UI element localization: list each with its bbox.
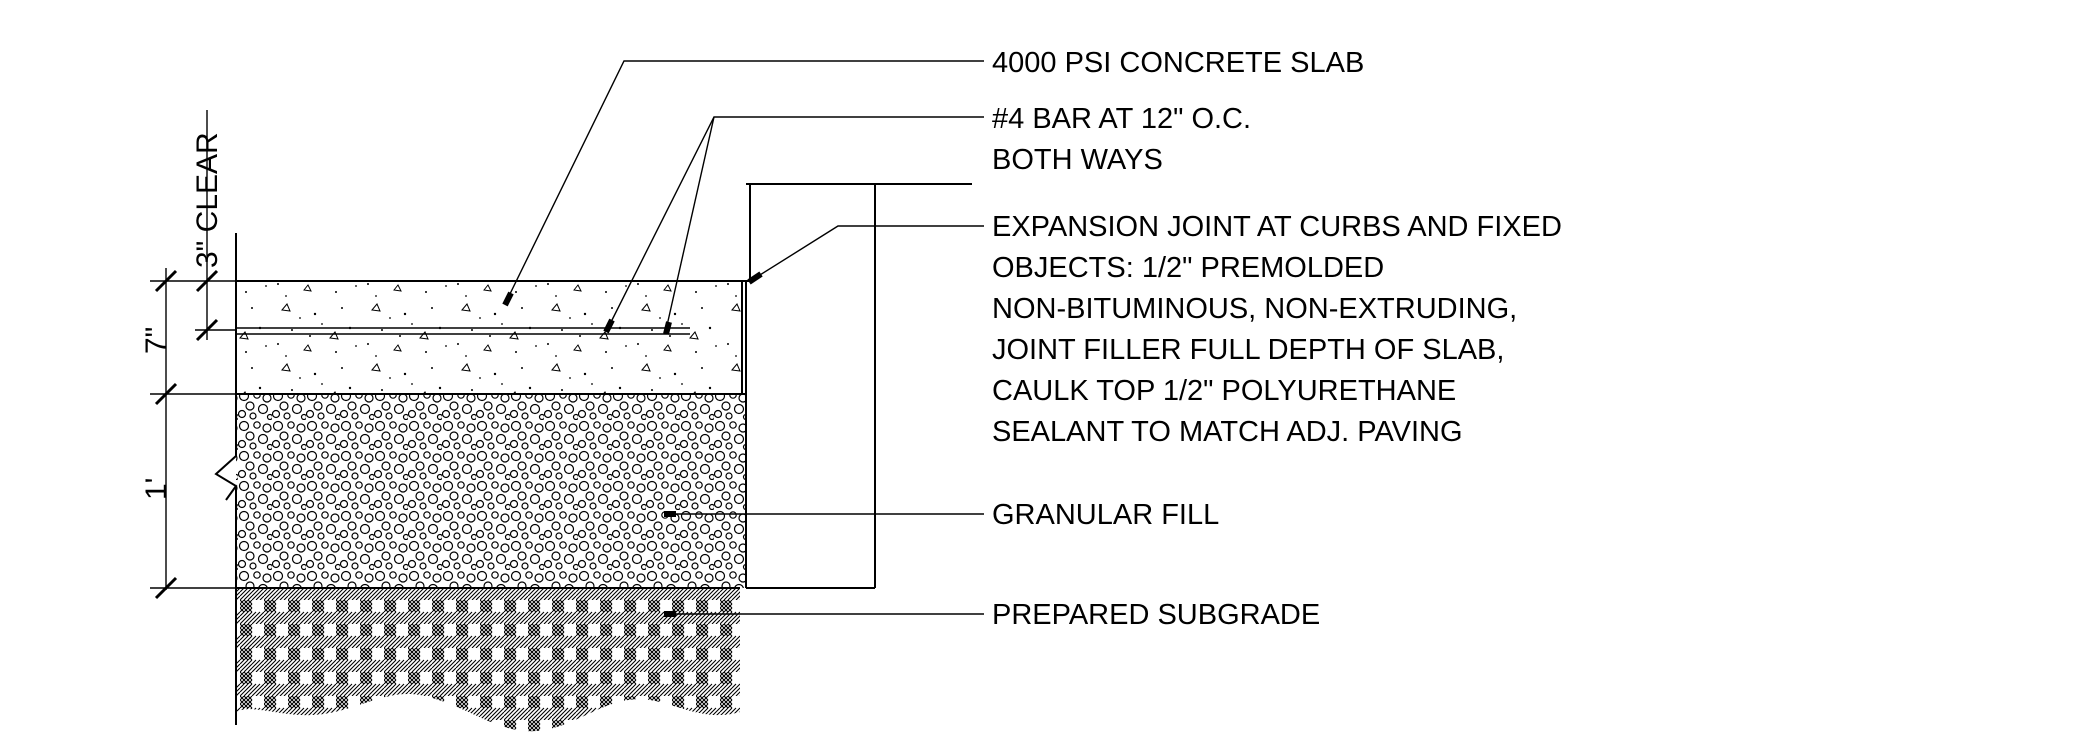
- leader-joint: [747, 225, 984, 285]
- granular-fill-layer: [236, 281, 747, 588]
- dimension-slab: 7": [140, 327, 173, 354]
- leader-rebar: [603, 116, 984, 335]
- label-joint-line-1: EXPANSION JOINT AT CURBS AND FIXED: [992, 211, 1562, 243]
- rebar: [236, 327, 690, 335]
- label-granular-fill: GRANULAR FILL: [992, 499, 1219, 531]
- label-concrete-slab: 4000 PSI CONCRETE SLAB: [992, 47, 1364, 79]
- label-prepared-subgrade: PREPARED SUBGRADE: [992, 599, 1320, 631]
- leader-concrete: [502, 60, 984, 307]
- label-rebar-line-1: #4 BAR AT 12" O.C.: [992, 103, 1251, 135]
- label-joint-line-5: CAULK TOP 1/2" POLYURETHANE: [992, 375, 1456, 407]
- prepared-subgrade-layer: [236, 587, 740, 732]
- concrete-slab: [235, 280, 743, 395]
- section-edge: [214, 233, 238, 725]
- dimension-string: 3" CLEAR 7" 1': [140, 110, 236, 600]
- label-joint-line-3: NON-BITUMINOUS, NON-EXTRUDING,: [992, 293, 1517, 325]
- dimension-fill: 1': [140, 478, 173, 500]
- dimension-clear: 3" CLEAR: [191, 132, 224, 268]
- expansion-joint-outline: [742, 183, 972, 589]
- label-joint-line-2: OBJECTS: 1/2" PREMOLDED: [992, 252, 1384, 284]
- label-joint-line-6: SEALANT TO MATCH ADJ. PAVING: [992, 416, 1463, 448]
- label-joint-line-4: JOINT FILLER FULL DEPTH OF SLAB,: [992, 334, 1504, 366]
- label-rebar-line-2: BOTH WAYS: [992, 144, 1163, 176]
